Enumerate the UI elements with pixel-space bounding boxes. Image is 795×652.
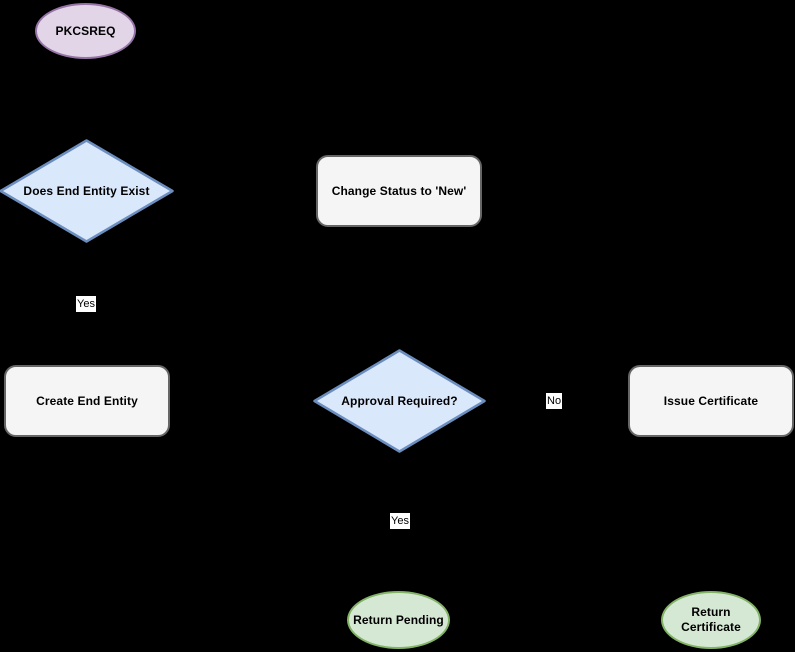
node-create-end-entity[interactable]: Create End Entity — [4, 365, 170, 437]
node-return-pending-label: Return Pending — [353, 612, 444, 627]
node-approval-required-label: Approval Required? — [341, 393, 458, 408]
edge-label-no-approval-required: No — [546, 393, 563, 409]
node-create-end-entity-label: Create End Entity — [36, 393, 138, 408]
node-does-end-entity-exist-label: Does End Entity Exist — [23, 183, 150, 198]
node-approval-required[interactable]: Approval Required? — [313, 349, 486, 453]
node-issue-certificate[interactable]: Issue Certificate — [628, 365, 794, 437]
node-does-end-entity-exist[interactable]: Does End Entity Exist — [0, 139, 174, 243]
edge-label-yes-does-end-entity-exist: Yes — [76, 296, 96, 312]
edge-label-yes-approval-required: Yes — [390, 513, 410, 529]
node-issue-certificate-label: Issue Certificate — [663, 393, 759, 408]
node-return-pending[interactable]: Return Pending — [347, 591, 450, 649]
node-change-status-new-label: Change Status to 'New' — [331, 183, 467, 198]
node-pkcsreq-label: PKCSREQ — [55, 23, 116, 38]
node-return-certificate[interactable]: Return Certificate — [661, 591, 761, 649]
node-pkcsreq[interactable]: PKCSREQ — [35, 3, 136, 59]
diamond-shape-approval-required — [313, 349, 486, 453]
diamond-shape-does-end-entity-exist — [0, 139, 174, 243]
node-return-certificate-label: Return Certificate — [681, 605, 741, 634]
node-change-status-new[interactable]: Change Status to 'New' — [316, 155, 482, 227]
